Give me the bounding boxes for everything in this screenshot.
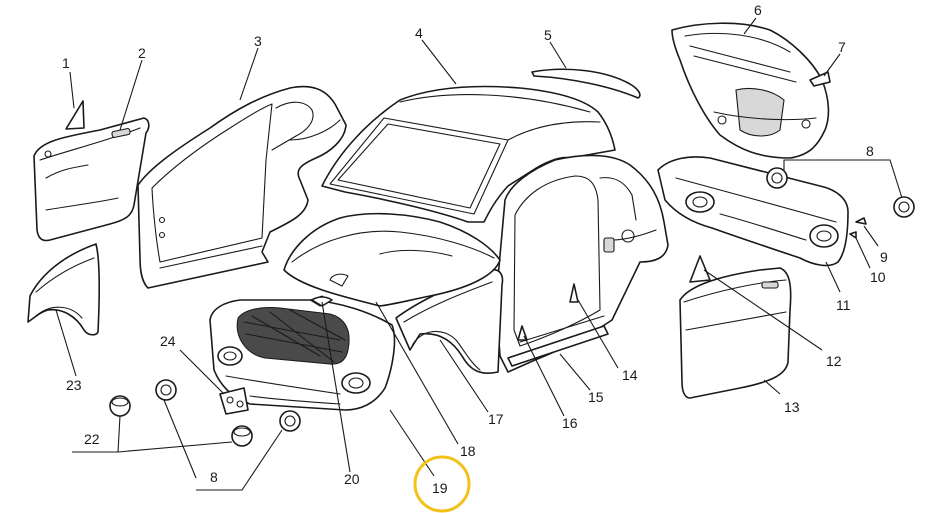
callout-13: 13	[784, 399, 800, 415]
part-8-lamp-ring-front-b	[279, 410, 301, 432]
part-20-emblem	[311, 296, 333, 307]
part-8-lamp-ring-rear-a	[766, 167, 788, 189]
callout-17: 17	[488, 411, 504, 427]
part-13-front-door-right	[679, 267, 792, 399]
callout-23: 23	[66, 377, 82, 393]
callout-20: 20	[344, 471, 360, 487]
callout-9: 9	[880, 249, 888, 265]
callout-4: 4	[415, 25, 423, 41]
part-19-front-bumper	[209, 295, 396, 411]
part-22-plug-b	[231, 425, 253, 447]
part-12-quarter-glass	[689, 255, 711, 283]
callout-8-rear: 8	[866, 143, 874, 159]
callout-6: 6	[754, 2, 762, 18]
callout-24: 24	[160, 333, 176, 349]
callout-15: 15	[588, 389, 604, 405]
part-2-front-door-left	[33, 117, 150, 242]
part-8-lamp-ring-front-a	[155, 379, 177, 401]
callout-3: 3	[254, 33, 262, 49]
callout-1: 1	[62, 55, 70, 71]
part-5-roof-spoiler-strip	[531, 68, 641, 99]
part-8-lamp-ring-rear-b	[893, 196, 915, 218]
part-24-bracket	[219, 387, 249, 415]
highlight-circle-19	[413, 455, 471, 513]
part-14-trim	[569, 283, 579, 303]
callout-22: 22	[84, 431, 100, 447]
callout-2: 2	[138, 45, 146, 61]
callout-5: 5	[544, 27, 552, 43]
callout-7: 7	[838, 39, 846, 55]
part-3-left-body-side	[137, 85, 347, 289]
part-1-quarter-glass	[65, 100, 85, 130]
callout-numbers: 1 2 3 4 5 6 7 8 8 9 10 11 12 13 14 15 16…	[62, 2, 888, 496]
part-6-tailgate	[671, 22, 830, 159]
callout-16: 16	[562, 415, 578, 431]
part-4-roof-windshield	[321, 85, 616, 223]
part-22-plug-a	[109, 395, 131, 417]
part-11-rear-bumper	[657, 156, 849, 267]
callout-11: 11	[836, 297, 851, 313]
callout-12: 12	[826, 353, 842, 369]
callout-18: 18	[460, 443, 476, 459]
part-15-sill	[507, 325, 609, 367]
callout-19: 19	[432, 480, 448, 496]
part-23-front-fender-left	[27, 243, 101, 336]
leader-lines	[55, 17, 903, 491]
callout-8-front: 8	[210, 469, 218, 485]
callout-14: 14	[622, 367, 638, 383]
callout-10: 10	[870, 269, 886, 285]
part-9-clip	[855, 217, 867, 225]
part-10-clip	[849, 231, 857, 239]
